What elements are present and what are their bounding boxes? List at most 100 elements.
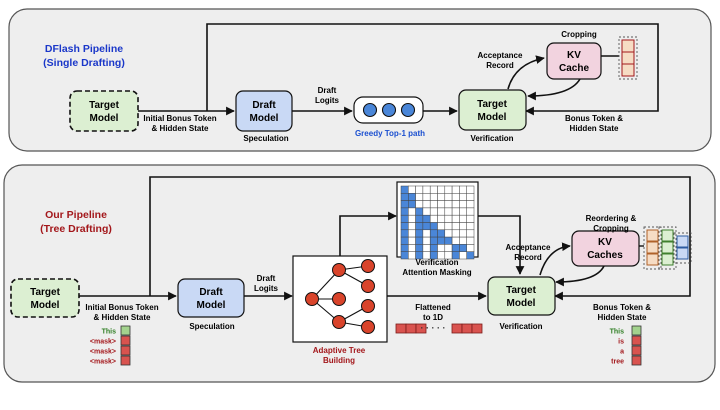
mask-cell	[422, 200, 431, 209]
mask-cell	[422, 193, 431, 201]
mask-cell	[466, 251, 475, 260]
mask-cell	[459, 251, 467, 260]
mask-cell	[451, 207, 460, 216]
mask-cell	[422, 222, 431, 231]
top-initial-bonus-l2: & Hidden State	[152, 124, 209, 133]
top-draft-model-box	[235, 90, 293, 132]
top-draft-model-l2: Model	[250, 113, 279, 124]
flattened-l1: Flattened	[415, 303, 451, 312]
verification-mask-l1: Verification	[415, 258, 458, 267]
mask-cell	[451, 236, 460, 245]
top-draft-logits-l2: Logits	[315, 96, 340, 105]
top-target-model-l2: Model	[90, 113, 119, 124]
bottom-kv-cell	[676, 235, 689, 248]
mask-cell	[459, 229, 467, 238]
top-kv-cell	[621, 63, 635, 77]
bottom-target-right-l1: Target	[506, 285, 536, 296]
top-panel	[8, 8, 712, 152]
mask-cell	[400, 193, 409, 201]
mask-cell	[415, 193, 424, 201]
bottom-reordering-l2: Cropping	[593, 224, 629, 233]
top-initial-bonus-l1: Initial Bonus Token	[143, 114, 216, 123]
mask-cell	[466, 244, 475, 252]
bottom-speculation-label: Speculation	[189, 322, 234, 331]
bottom-arrow-kv-to-target	[555, 265, 605, 287]
bottom-kv-l2: Caches	[587, 250, 623, 261]
flat-token	[451, 323, 463, 334]
mask-cell	[459, 222, 467, 231]
top-loop-line	[206, 23, 659, 112]
tree-node	[361, 259, 375, 273]
bottom-kv-cell	[661, 229, 674, 242]
mask-cell	[422, 244, 431, 252]
top-path-node-3	[400, 102, 416, 118]
bottom-kv-cell	[646, 241, 659, 254]
bottom-target-model-l2: Model	[31, 300, 60, 311]
bottom-kv-caches-box	[571, 230, 640, 267]
mask-cell	[400, 229, 409, 238]
mask-cell	[415, 222, 424, 231]
flat-token	[405, 323, 417, 334]
top-target-model-right-box	[458, 89, 527, 131]
mask-cell	[415, 244, 424, 252]
mask-cell	[437, 236, 446, 245]
adaptive-tree-l2: Building	[323, 356, 355, 365]
top-target-model-box	[69, 90, 139, 132]
mask-cell	[408, 193, 416, 201]
mask-cell	[444, 207, 453, 216]
bottom-verification-label: Verification	[499, 322, 542, 331]
bottom-arrow-mask-to-target	[478, 215, 525, 275]
top-kv-cache-box	[546, 42, 602, 80]
attention-mask-grid	[400, 185, 475, 260]
mask-cell	[437, 214, 446, 223]
token-box	[631, 355, 642, 366]
top-title-line2: (Single Drafting)	[43, 57, 125, 69]
top-kv-cell-frame	[618, 36, 638, 80]
top-bonus-hidden-l2: Hidden State	[570, 124, 619, 133]
bottom-target-model-l1: Target	[30, 287, 60, 298]
tree-node	[361, 299, 375, 313]
top-kv-l1: KV	[567, 50, 581, 61]
mask-cell	[408, 207, 416, 216]
mask-cell	[429, 207, 438, 216]
bottom-kv-cell-frame	[658, 226, 677, 270]
bottom-arrow-acceptance	[539, 242, 571, 276]
mask-cell	[459, 244, 467, 252]
top-arrow-kv-to-target	[527, 78, 581, 101]
mask-cell	[400, 207, 409, 216]
token-label: a	[620, 349, 624, 356]
token-box	[631, 345, 642, 356]
tree-node	[332, 292, 346, 306]
bottom-acceptance-l2: Record	[514, 253, 542, 262]
tree-node	[332, 315, 346, 329]
mask-cell	[466, 193, 475, 201]
flattened-token-row	[395, 323, 483, 334]
token-label: This	[610, 329, 624, 336]
token-label: tree	[611, 359, 624, 366]
top-path-node-1	[362, 102, 378, 118]
mask-cell	[400, 222, 409, 231]
bottom-acceptance-l1: Acceptance	[506, 243, 551, 252]
bottom-kv-cell-frame	[673, 232, 692, 264]
token-box	[120, 345, 131, 356]
token-box	[631, 335, 642, 346]
mask-cell	[466, 236, 475, 245]
bottom-kv-cell	[646, 253, 659, 266]
top-target-right-l2: Model	[478, 112, 507, 123]
mask-cell	[400, 214, 409, 223]
bottom-initial-bonus-l1: Initial Bonus Token	[85, 303, 158, 312]
mask-cell	[437, 207, 446, 216]
mask-cell	[466, 222, 475, 231]
bottom-arrow-tree-to-mask	[339, 211, 397, 256]
verification-mask-l2: Attention Masking	[402, 268, 471, 277]
mask-cell	[466, 200, 475, 209]
mask-cell	[429, 222, 438, 231]
bottom-draft-model-l1: Draft	[199, 287, 223, 298]
top-speculation-label: Speculation	[243, 134, 288, 143]
mask-cell	[466, 185, 475, 194]
top-draft-model-l1: Draft	[252, 100, 276, 111]
mask-cell	[437, 222, 446, 231]
mask-cell	[444, 244, 453, 252]
top-target-model-l1: Target	[89, 100, 119, 111]
